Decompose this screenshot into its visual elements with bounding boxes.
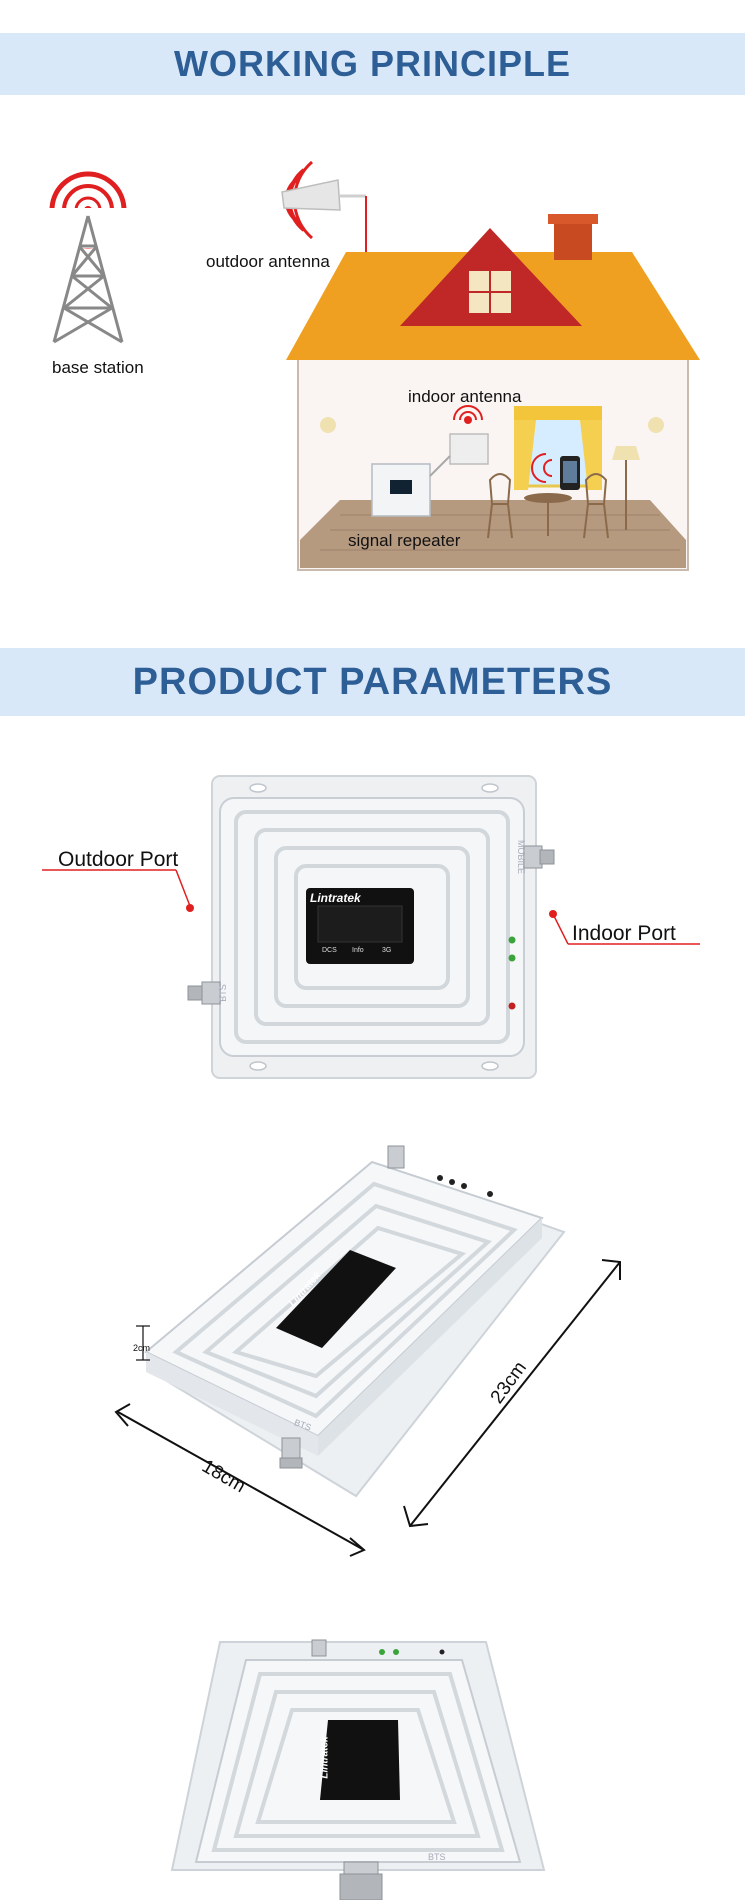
- indoor-antenna-label: indoor antenna: [408, 387, 522, 406]
- outdoor-port-label: Outdoor Port: [58, 848, 179, 871]
- bottom-brand-logo: Lintratek: [319, 1736, 331, 1779]
- front-screen-label-dcs: DCS: [322, 947, 337, 954]
- front-side-text-left: BTS: [217, 984, 228, 1002]
- front-screen-label-info: Info: [352, 947, 364, 954]
- working-principle-banner: WORKING PRINCIPLE: [0, 33, 745, 95]
- bottom-side-text: BTS: [428, 1852, 446, 1862]
- outdoor-port-connector: [187, 981, 221, 1005]
- signal-repeater-label: signal repeater: [348, 531, 461, 550]
- front-brand-logo: Lintratek: [310, 891, 361, 905]
- front-screen-label-3g: 3G: [382, 947, 392, 954]
- working-principle-diagram: [46, 160, 700, 571]
- height-dimension-label: 2cm: [133, 1343, 151, 1353]
- device-perspective-view: [170, 1639, 546, 1900]
- front-side-text-right: MOBILE: [516, 839, 527, 875]
- device-angled-view: [114, 1145, 621, 1557]
- house-illustration: [286, 214, 700, 571]
- device-front-view: [42, 775, 700, 1079]
- base-station-icon: [46, 171, 130, 344]
- working-principle-title: WORKING PRINCIPLE: [173, 43, 571, 84]
- base-station-label: base station: [52, 358, 144, 377]
- indoor-port-connector: [523, 845, 555, 869]
- product-parameters-banner: PRODUCT PARAMETERS: [0, 648, 745, 716]
- outdoor-antenna-label: outdoor antenna: [206, 252, 330, 271]
- indoor-port-label: Indoor Port: [572, 922, 676, 945]
- product-parameters-title: PRODUCT PARAMETERS: [132, 661, 613, 703]
